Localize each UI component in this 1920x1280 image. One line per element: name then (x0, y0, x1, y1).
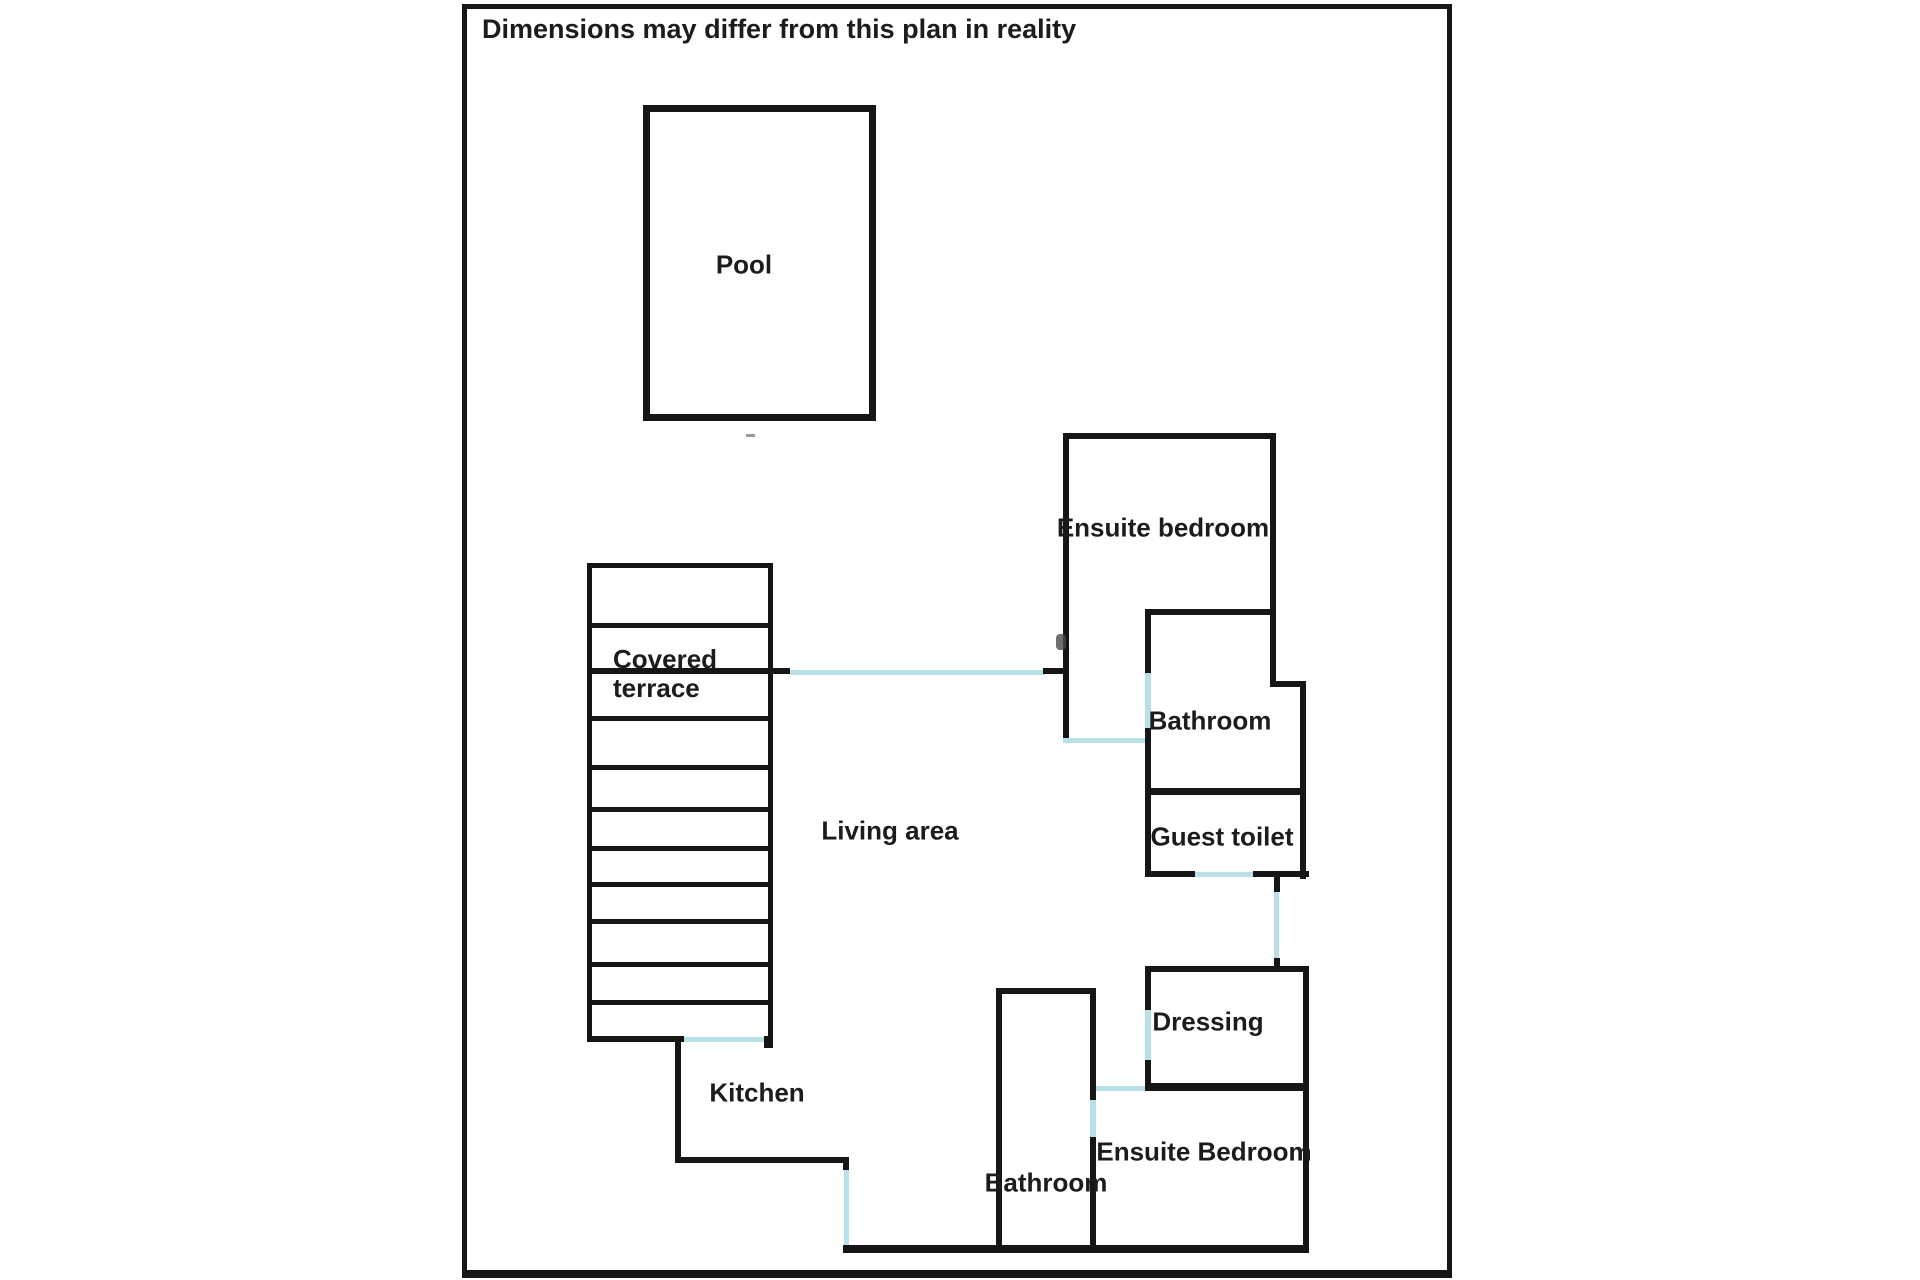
terrace-wall-right (768, 563, 773, 1042)
bathroom-top-wall-left-lower (1145, 728, 1151, 877)
terrace-bottom-corner-tick (764, 1036, 773, 1048)
pool-wall-bottom (643, 414, 876, 421)
living-glass-door (790, 670, 1045, 675)
bathroom-step-wall (1270, 681, 1306, 687)
guest-toilet-door-bottom (1195, 872, 1253, 877)
dressing-wall-top (1145, 966, 1309, 972)
bathroom-bottom-wall-right-upper (1090, 988, 1096, 1100)
label-terrace: terrace (613, 673, 700, 703)
label-pool: Pool (715, 249, 773, 280)
terrace-wall-bottom (587, 1036, 684, 1042)
bathroom-top-wall-top (1145, 609, 1276, 615)
bathroom-bottom-wall-right-lower (1090, 1137, 1096, 1251)
label-ensuite-bedroom-top: Ensuite bedroom (1056, 512, 1270, 543)
site-border-top (462, 4, 1452, 9)
terrace-slat-6 (587, 846, 773, 851)
guest-toilet-wall-bottom-right (1253, 871, 1309, 877)
ensuite-top-wall-right (1270, 433, 1276, 687)
ensuite-bottom-door-top (1096, 1086, 1145, 1091)
bathroom-top-door-left (1145, 673, 1151, 728)
dressing-door-left (1145, 1010, 1151, 1060)
label-dressing: Dressing (1152, 1006, 1264, 1037)
terrace-slat-4 (587, 765, 773, 770)
hall-door (1274, 892, 1279, 958)
bathroom-guesttoilet-wall-right (1300, 681, 1306, 879)
east-wing-wall-right (1303, 966, 1309, 1253)
label-covered: Covered (613, 644, 718, 674)
site-border-left (462, 4, 467, 1278)
terrace-slat-3 (587, 716, 773, 721)
ensuite-top-wall-top (1063, 433, 1276, 439)
pool-wall-left (643, 105, 650, 421)
label-ensuite-bedroom-bottom: Ensuite Bedroom (1096, 1136, 1312, 1167)
label-guest-toilet: Guest toilet (1150, 821, 1294, 852)
kitchen-wall-left (675, 1038, 681, 1163)
site-border-right (1447, 4, 1452, 1278)
dressing-wall-left-lower (1145, 1060, 1151, 1085)
terrace-slat-7 (587, 882, 773, 887)
bathroom-bottom-door-right (1090, 1100, 1096, 1137)
label-bathroom-bottom: Bathroom (984, 1167, 1108, 1198)
pool-wall-right (869, 105, 876, 421)
bathroom-top-wall-left-upper (1145, 609, 1151, 673)
hall-tick-top (1274, 877, 1280, 892)
bathroom-bottom-wall-left (996, 988, 1002, 1251)
kitchen-corner-tick (843, 1157, 849, 1170)
label-bathroom-top: Bathroom (1148, 705, 1272, 736)
site-border-bottom (462, 1270, 1452, 1278)
terrace-slat-1 (587, 623, 773, 628)
artifact-dash (746, 434, 755, 437)
disclaimer-text: Dimensions may differ from this plan in … (482, 14, 1077, 44)
bathroom-bottom-wall-top (996, 988, 1096, 994)
ensuite-top-door-bottom (1063, 738, 1151, 743)
terrace-slat-9 (587, 962, 773, 967)
terrace-slat-2-extended (587, 668, 790, 674)
label-living-area: Living area (821, 815, 959, 846)
terrace-slat-5 (587, 807, 773, 812)
hall-tick-bottom (1274, 958, 1280, 968)
artifact-smudge (1056, 634, 1066, 650)
dressing-wall-left-upper (1145, 966, 1151, 1010)
terrace-wall-top (587, 563, 773, 568)
guest-toilet-wall-bottom-left (1145, 871, 1195, 877)
south-wall (843, 1245, 1309, 1253)
dressing-wall-bottom (1145, 1083, 1309, 1091)
ensuite-top-wall-left (1063, 433, 1069, 743)
kitchen-door-right (844, 1170, 849, 1245)
terrace-slat-8 (587, 919, 773, 924)
label-kitchen: Kitchen (709, 1077, 805, 1108)
glass-door-right-stub (1043, 668, 1069, 674)
terrace-slat-10 (587, 1000, 773, 1005)
kitchen-wall-bottom (675, 1157, 849, 1163)
terrace-wall-left (587, 563, 592, 1042)
guest-toilet-wall-top (1145, 788, 1306, 795)
pool-wall-top (643, 105, 876, 112)
terrace-door-bottom (684, 1037, 768, 1042)
